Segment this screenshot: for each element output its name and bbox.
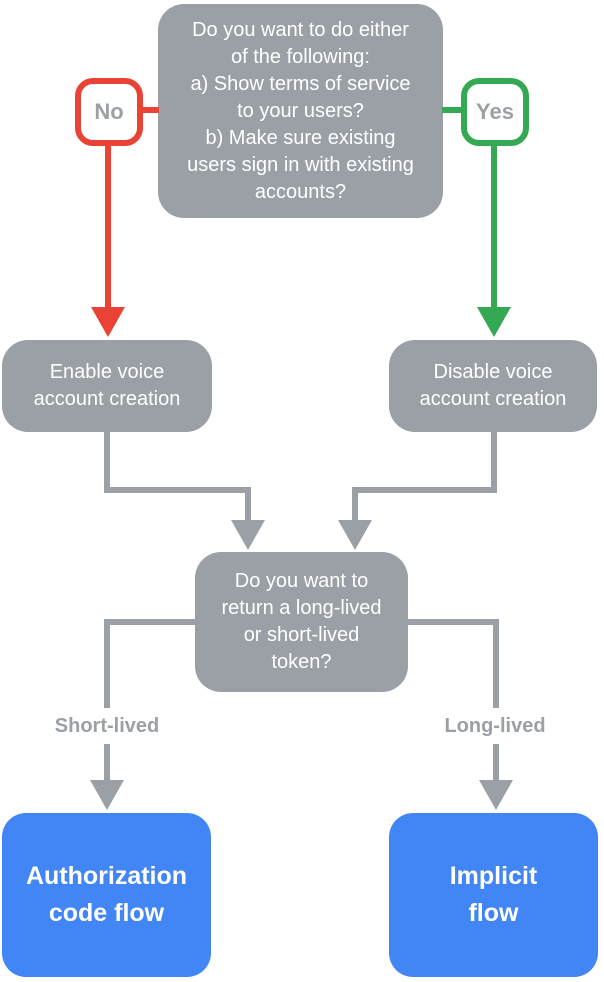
root-question-node: Do you want to do either of the followin… [158,4,443,218]
short-lived-connector-line [104,619,110,781]
no-branch-connector-line [143,107,159,113]
enable-voice-text: Enable voice account creation [33,361,181,410]
no-badge-label: No [94,99,124,124]
authorization-code-flow-text: Authorization code flow [25,862,188,927]
enable-to-token-connector-line [104,432,110,493]
short-lived-connector-line [104,619,195,625]
disable-voice-text: Disable voice account creation [419,361,567,410]
arrow-down-icon [231,520,265,550]
root-question-text: Do you want to do either of the followin… [187,18,414,203]
enable-to-token-connector-line [245,487,251,522]
arrow-down-icon [91,307,125,337]
arrow-down-icon [338,520,372,550]
arrow-down-icon [479,780,513,810]
yes-badge: Yes [461,78,529,146]
arrow-down-icon [477,307,511,337]
yes-badge-label: Yes [476,99,514,124]
long-lived-connector-line [493,619,499,781]
implicit-flow-text: Implicit flow [449,862,538,927]
short-lived-label-text: Short-lived [54,714,160,737]
implicit-flow-node: Implicit flow [389,813,598,977]
disable-voice-node: Disable voice account creation [389,340,597,432]
enable-voice-node: Enable voice account creation [2,340,212,432]
enable-to-token-connector-line [104,487,251,493]
arrow-down-icon [90,780,124,810]
yes-branch-connector-line [491,144,497,308]
token-question-node: Do you want to return a long-lived or sh… [195,552,408,692]
no-branch-connector-line [105,144,111,308]
short-lived-label: Short-lived [22,708,192,744]
disable-to-token-connector-line [491,432,497,493]
yes-branch-connector-line [442,107,461,113]
no-badge: No [75,78,143,146]
disable-to-token-connector-line [352,487,497,493]
token-question-text: Do you want to return a long-lived or sh… [221,570,382,673]
long-lived-label-text: Long-lived [444,714,546,737]
authorization-code-flow-node: Authorization code flow [2,813,211,977]
long-lived-label: Long-lived [410,708,580,744]
disable-to-token-connector-line [352,487,358,522]
long-lived-connector-line [408,619,499,625]
